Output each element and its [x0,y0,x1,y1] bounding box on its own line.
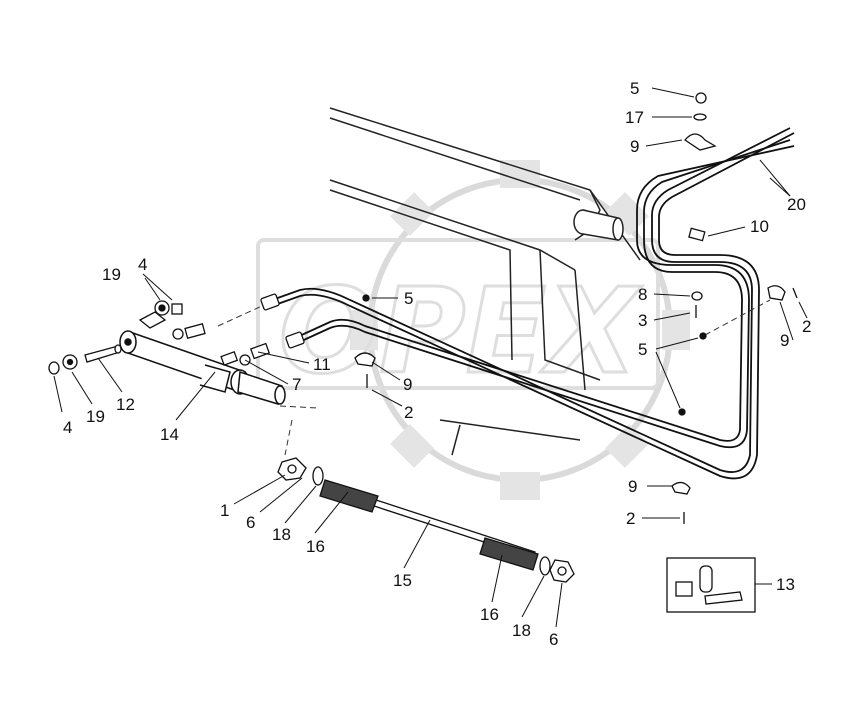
pin-assembly [48,344,122,375]
callout-6-left: 6 [246,513,255,532]
callout-15: 15 [393,571,412,590]
hydraulic-cylinder [119,330,286,405]
callout-14: 14 [160,425,179,444]
callout-5-right: 5 [638,340,647,359]
callout-2-right: 2 [802,317,811,336]
callout-2-mid: 2 [404,403,413,422]
top-hardware [354,92,798,524]
rod-assembly [277,457,575,583]
callout-leaders [53,87,808,628]
inset-kit-box [666,557,756,613]
watermark: OPEX [256,160,690,500]
callout-9-top: 9 [630,137,639,156]
callout-19-bottom: 19 [86,407,105,426]
callout-5-center: 5 [404,289,413,308]
callout-20: 20 [787,195,806,214]
callout-19-top: 19 [102,265,121,284]
callout-7: 7 [292,375,301,394]
callout-9-right: 9 [780,331,789,350]
beam-pivot-pin [573,209,624,241]
callout-12: 12 [116,395,135,414]
frame-beam [329,107,641,456]
callout-18-right: 18 [512,621,531,640]
callout-4-top: 4 [138,255,147,274]
callout-4-bottom: 4 [63,418,72,437]
callout-6-right: 6 [549,630,558,649]
watermark-text: OPEX [279,262,642,400]
dash-leaders [217,299,771,456]
callout-13: 13 [776,575,795,594]
hydraulic-hoses [271,127,795,480]
callout-9-mid: 9 [403,375,412,394]
callout-5-top: 5 [630,79,639,98]
callout-17: 17 [625,108,644,127]
callout-16-left: 16 [306,537,325,556]
hose-fittings [260,293,305,349]
callout-11: 11 [313,355,331,374]
callout-labels: 5 17 9 20 10 8 3 5 9 2 5 11 7 9 2 19 4 4… [63,79,811,649]
callout-18-left: 18 [272,525,291,544]
callout-16-right: 16 [480,605,499,624]
callout-1: 1 [220,501,229,520]
callout-9-lower: 9 [628,477,637,496]
callout-3: 3 [638,311,647,330]
cylinder-small-parts [138,300,271,366]
callout-2-lower: 2 [626,509,635,528]
callout-10: 10 [750,217,769,236]
callout-8: 8 [638,285,647,304]
